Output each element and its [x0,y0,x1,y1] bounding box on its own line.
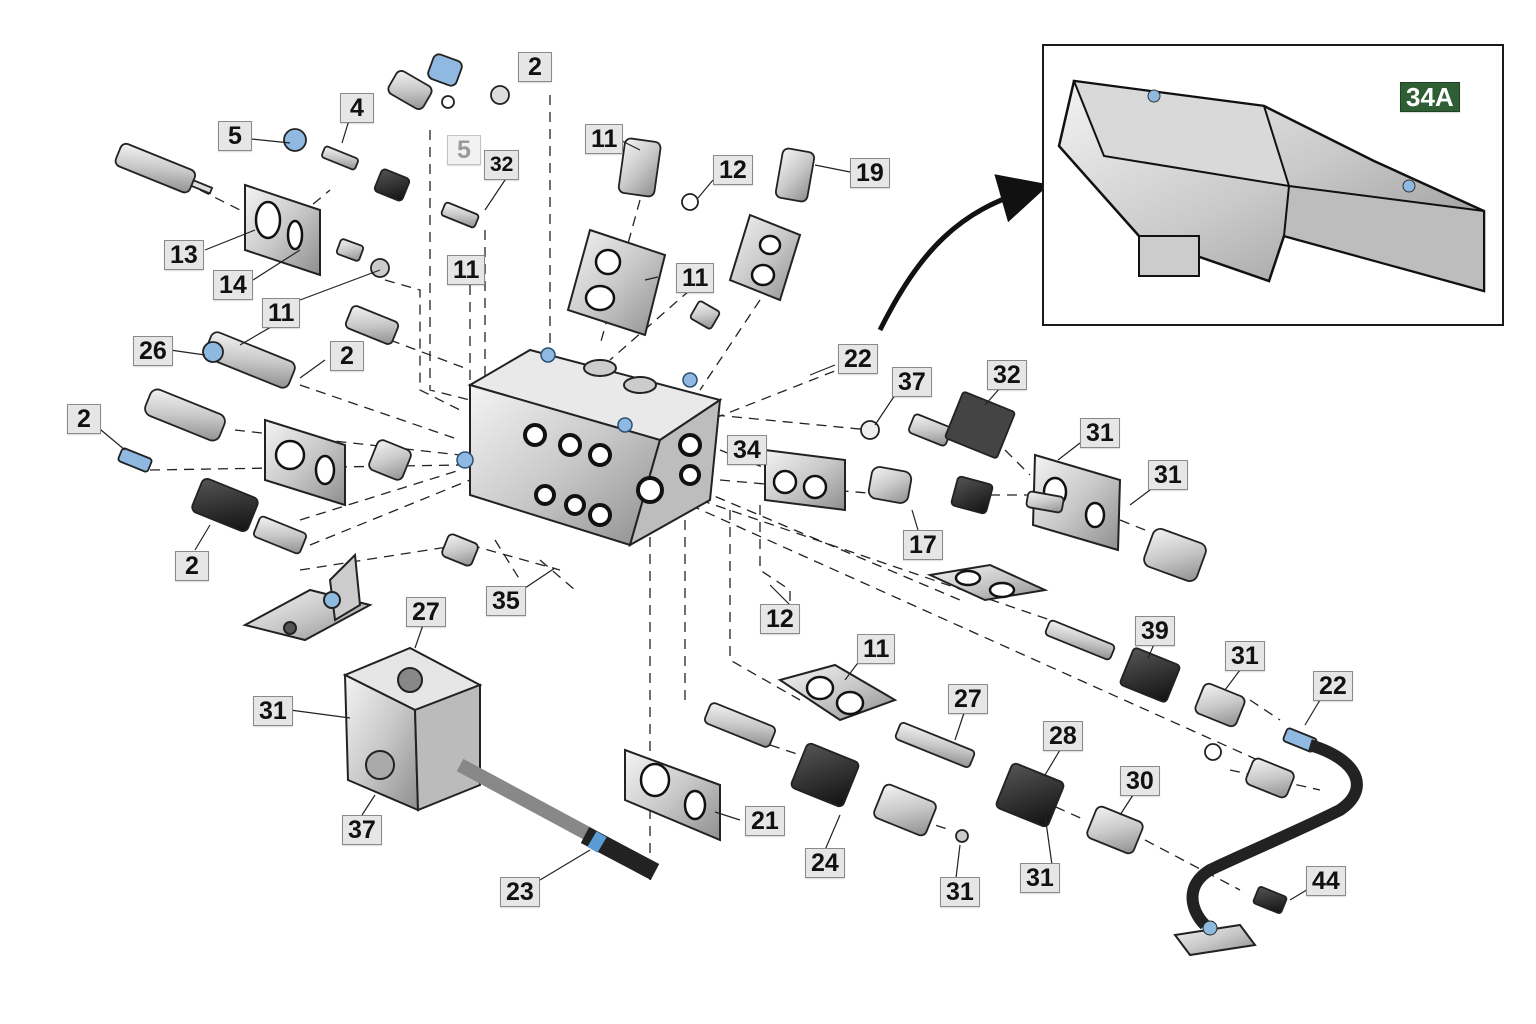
callout-11-bottom[interactable]: 11 [857,634,896,664]
callout-2-left[interactable]: 2 [67,404,101,434]
cover-guard-drawing [1057,79,1486,293]
detail-arrow-icon [877,174,1050,332]
callout-35[interactable]: 35 [486,586,526,616]
callout-22-hose[interactable]: 22 [1313,671,1353,701]
callout-11-plate[interactable]: 11 [676,263,715,293]
callout-30[interactable]: 30 [1120,766,1160,796]
callout-13[interactable]: 13 [164,240,204,270]
callout-17[interactable]: 17 [903,530,943,560]
callout-34a[interactable]: 34A [1400,82,1460,112]
callout-31-hose[interactable]: 31 [1225,641,1265,671]
callout-37-right[interactable]: 37 [892,367,932,397]
callout-11-left[interactable]: 11 [262,298,301,328]
callout-24[interactable]: 24 [805,848,845,878]
callout-2-bottom[interactable]: 2 [175,551,209,581]
leader-lines [94,111,1431,901]
callout-28[interactable]: 28 [1043,721,1083,751]
callout-44[interactable]: 44 [1306,866,1346,896]
block-with-rod [342,646,660,880]
callout-32-top[interactable]: 32 [484,150,520,180]
callout-31-block[interactable]: 31 [253,696,293,726]
callout-2-mid[interactable]: 2 [330,341,364,371]
callout-21[interactable]: 21 [745,806,785,836]
callout-34[interactable]: 34 [727,435,767,465]
fittings [114,53,1318,914]
callout-27-block[interactable]: 27 [406,597,446,627]
callout-31-plate[interactable]: 31 [1080,418,1120,448]
callout-12-top[interactable]: 12 [713,155,753,185]
callout-37-block[interactable]: 37 [342,815,382,845]
mounting-bracket [242,552,373,642]
callout-31-bottom[interactable]: 31 [1020,863,1060,893]
hose-assembly [1173,739,1363,957]
valve-block [456,347,723,548]
callout-26[interactable]: 26 [133,336,173,366]
callout-31-small[interactable]: 31 [940,877,980,907]
callout-27-bottom[interactable]: 27 [948,684,988,714]
callout-39[interactable]: 39 [1135,616,1175,646]
callout-12-bottom[interactable]: 12 [760,604,800,634]
callout-23[interactable]: 23 [500,877,540,907]
callout-4[interactable]: 4 [340,93,374,123]
callout-11-top[interactable]: 11 [585,124,624,154]
callout-11-mid[interactable]: 11 [447,255,486,285]
callout-32-right[interactable]: 32 [987,360,1027,390]
callout-22-mid[interactable]: 22 [838,344,878,374]
callout-5[interactable]: 5 [218,121,252,151]
callout-19[interactable]: 19 [850,158,890,188]
callout-31-right[interactable]: 31 [1148,460,1188,490]
callout-14[interactable]: 14 [213,270,253,300]
callout-2-top[interactable]: 2 [518,52,552,82]
callout-5-ghost[interactable]: 5 [447,135,481,165]
